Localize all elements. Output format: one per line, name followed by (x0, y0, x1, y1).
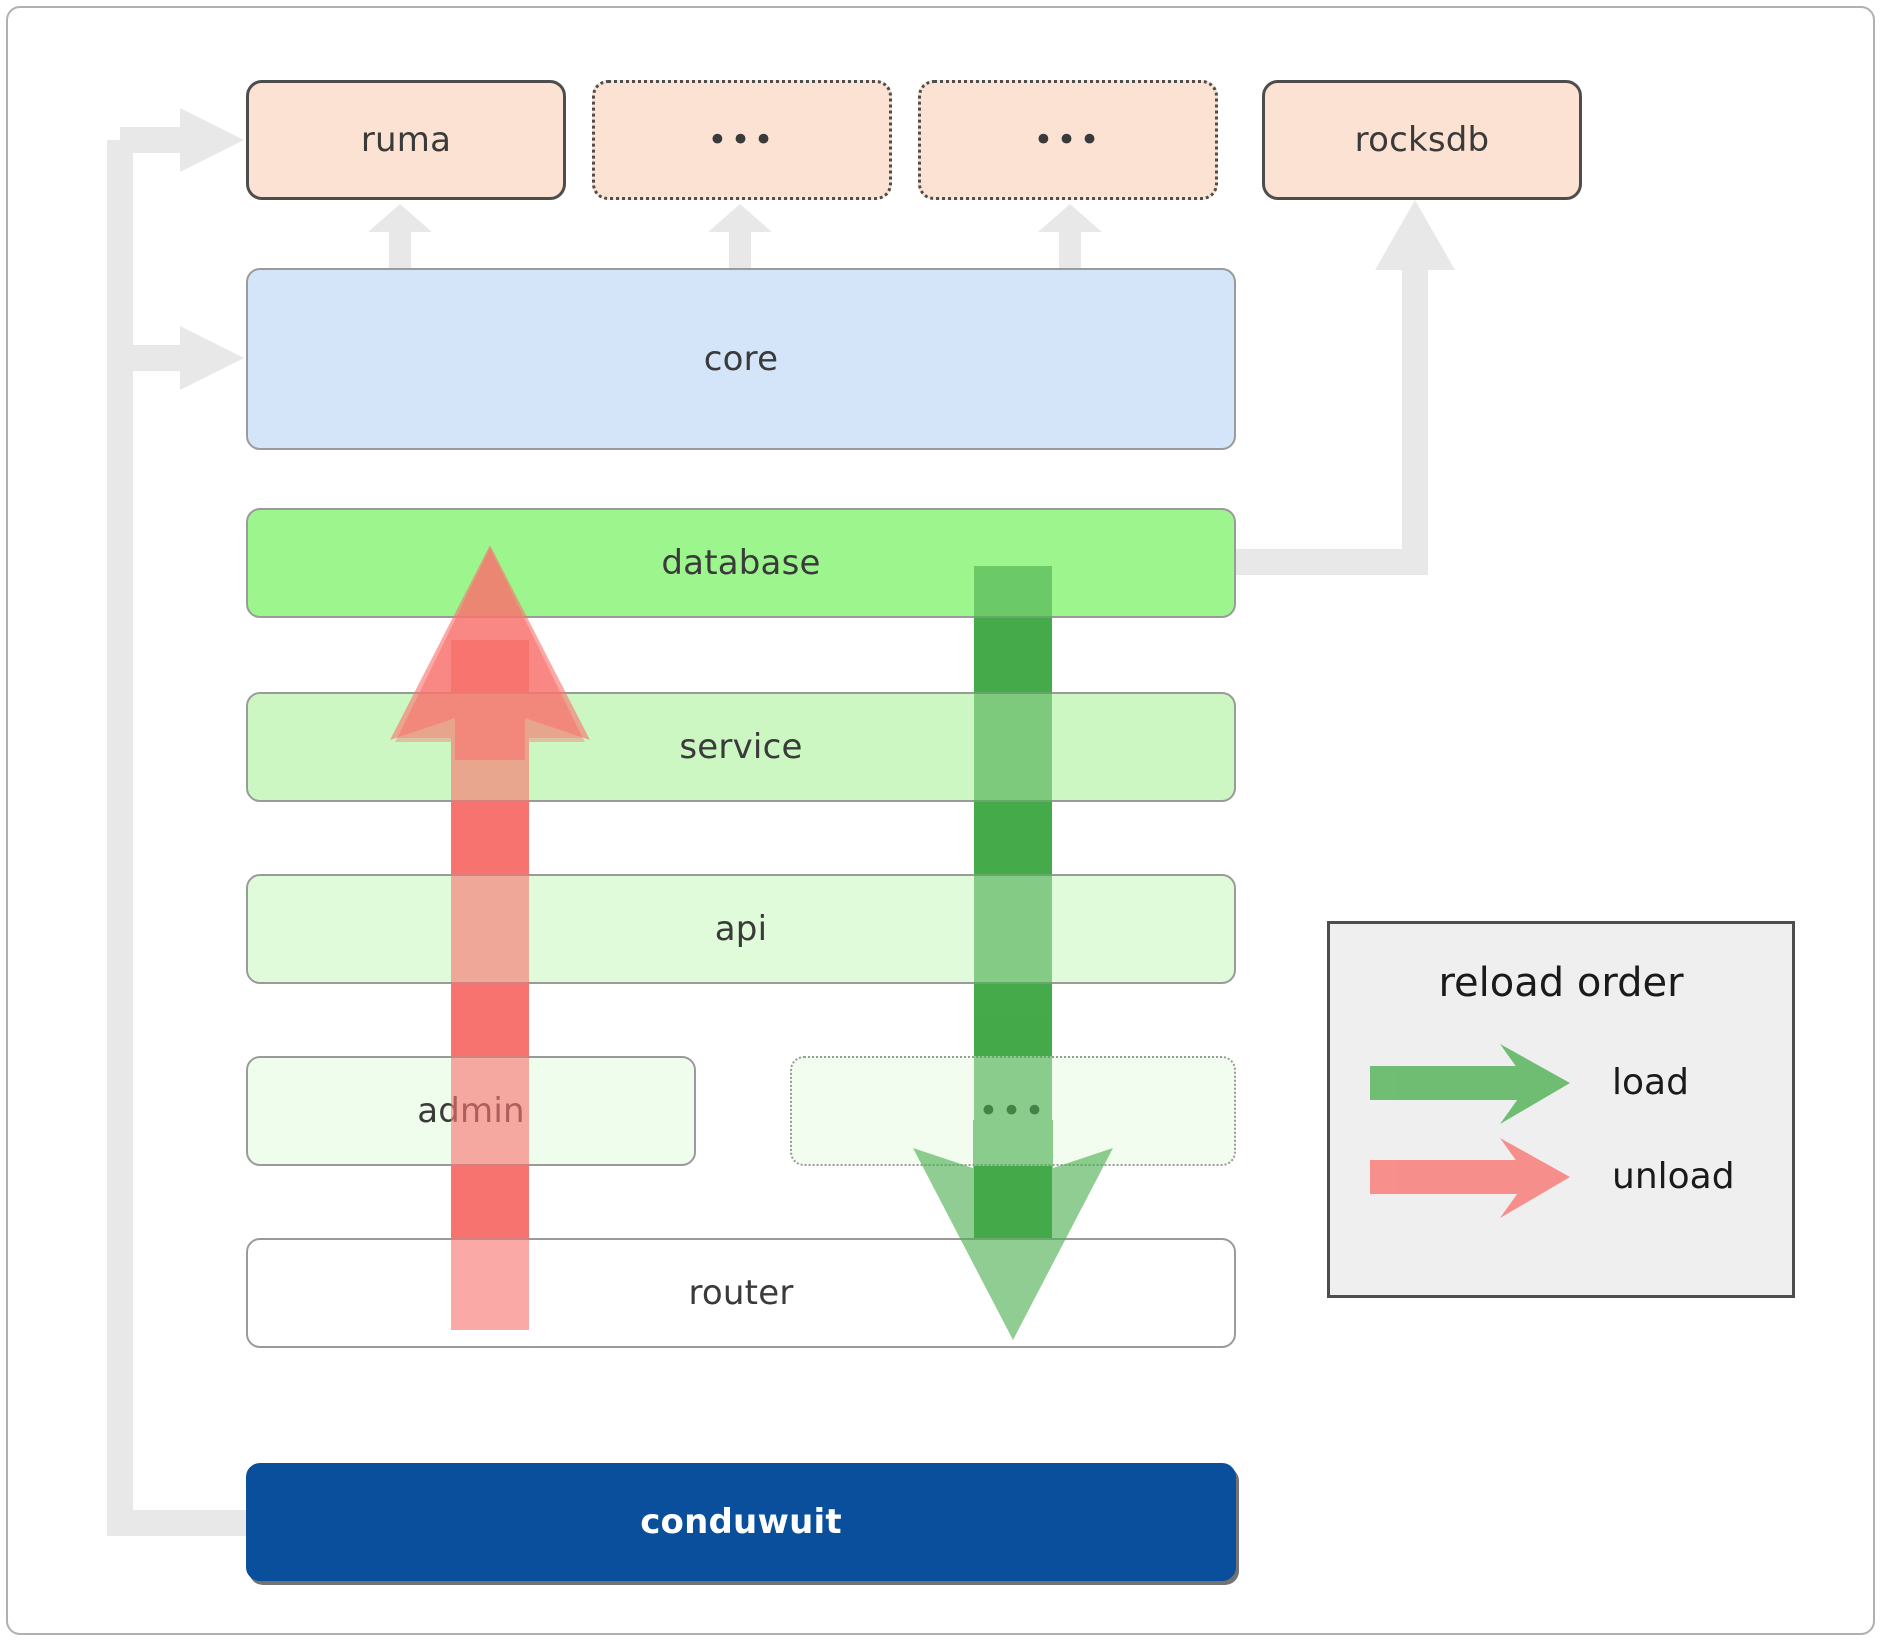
node-admin-ellipsis-label: ••• (978, 1090, 1048, 1131)
node-rocksdb-label: rocksdb (1354, 120, 1490, 160)
legend-reload-order: reload order load unload (1327, 921, 1795, 1298)
node-service-label: service (679, 727, 803, 767)
node-service[interactable]: service (246, 692, 1236, 802)
node-ruma[interactable]: ruma (246, 80, 566, 200)
node-rocksdb[interactable]: rocksdb (1262, 80, 1582, 200)
legend-load-arrow (1370, 1044, 1570, 1124)
node-dep-ellipsis-2-label: ••• (1033, 119, 1103, 160)
node-router[interactable]: router (246, 1238, 1236, 1348)
diagram-frame (6, 6, 1875, 1635)
node-dep-ellipsis-1[interactable]: ••• (592, 80, 892, 200)
legend-label-unload: unload (1612, 1156, 1735, 1197)
node-core[interactable]: core (246, 268, 1236, 450)
node-core-label: core (703, 339, 779, 379)
node-admin-ellipsis[interactable]: ••• (790, 1056, 1236, 1166)
node-api[interactable]: api (246, 874, 1236, 984)
legend-title: reload order (1438, 960, 1684, 1006)
node-conduwuit-label: conduwuit (640, 1502, 842, 1542)
node-dep-ellipsis-2[interactable]: ••• (918, 80, 1218, 200)
node-ruma-label: ruma (360, 120, 452, 160)
node-admin[interactable]: admin (246, 1056, 696, 1166)
legend-label-load: load (1612, 1062, 1689, 1103)
legend-arrow-graphics (1370, 1044, 1570, 1218)
legend-unload-arrow (1370, 1138, 1570, 1218)
node-admin-label: admin (417, 1091, 525, 1131)
node-router-label: router (688, 1273, 794, 1313)
node-database[interactable]: database (246, 508, 1236, 618)
node-api-label: api (714, 909, 768, 949)
node-database-label: database (661, 543, 821, 583)
node-conduwuit[interactable]: conduwuit (246, 1463, 1236, 1581)
node-dep-ellipsis-1-label: ••• (707, 119, 777, 160)
